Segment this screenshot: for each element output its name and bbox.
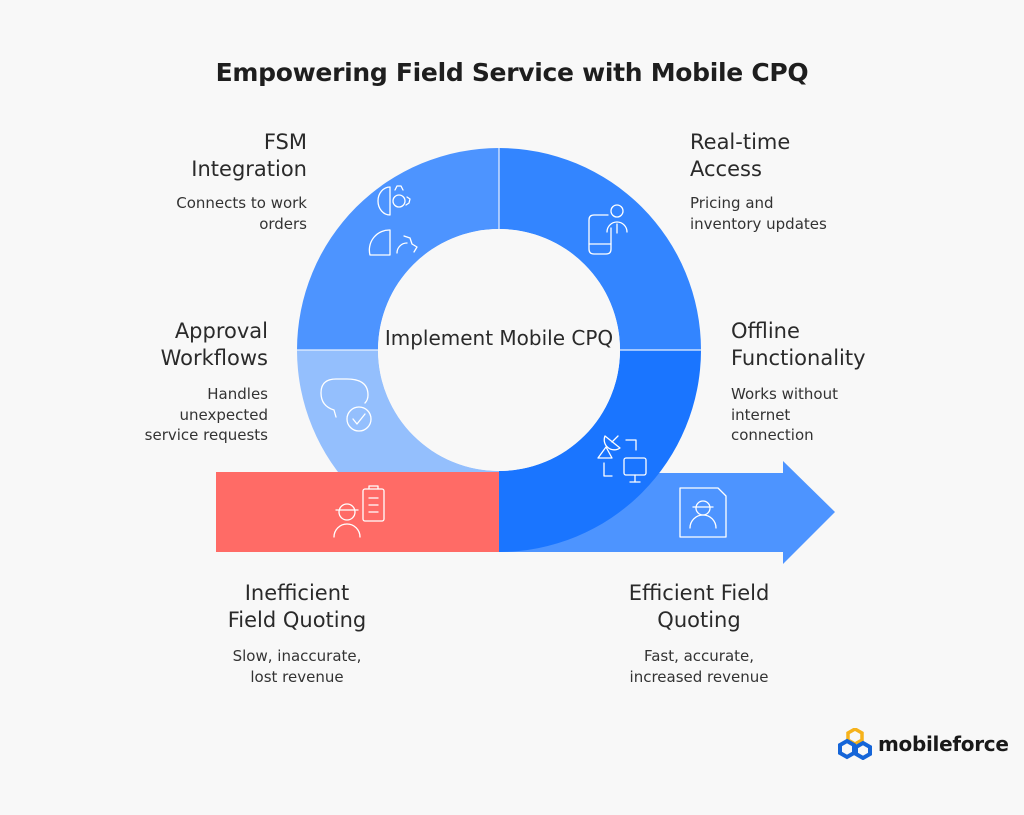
step-desc: lost revenue xyxy=(250,667,344,686)
step-desc: orders xyxy=(259,214,307,233)
step-title: Functionality xyxy=(731,346,866,370)
step-desc: connection xyxy=(731,426,814,444)
step-title: Integration xyxy=(191,157,307,181)
step-title: Field Quoting xyxy=(227,608,367,632)
step-desc: inventory updates xyxy=(690,214,827,233)
mobileforce-logo: mobileforce xyxy=(838,728,1009,760)
mobile-user-icon xyxy=(588,204,628,255)
step-efficient-quoting: Efficient Field Quoting Fast, accurate, … xyxy=(579,580,819,687)
segment-offline xyxy=(499,350,701,552)
step-title: Inefficient xyxy=(244,581,350,605)
step-desc: Pricing and xyxy=(690,194,774,212)
step-title: Offline xyxy=(731,319,800,343)
step-realtime-access: Real-time Access Pricing and inventory u… xyxy=(690,129,827,234)
step-inefficient-quoting: Inefficient Field Quoting Slow, inaccura… xyxy=(177,580,417,687)
chat-check-icon xyxy=(320,378,372,432)
step-desc: Connects to work xyxy=(176,194,307,212)
segment-realtime-access xyxy=(499,148,701,350)
step-title: FSM xyxy=(263,130,307,154)
step-approval-workflows: Approval Workflows Handles unexpected se… xyxy=(145,318,268,446)
step-desc: internet xyxy=(731,405,791,424)
step-desc: Slow, inaccurate, xyxy=(232,647,362,665)
step-title: Quoting xyxy=(657,608,741,632)
worker-id-card-icon xyxy=(679,487,727,538)
step-title: Access xyxy=(690,157,762,181)
step-desc: Handles xyxy=(207,385,268,403)
step-title: Workflows xyxy=(160,346,268,370)
step-desc: unexpected xyxy=(179,405,268,424)
inefficient-bar xyxy=(216,472,499,552)
logo-text: mobileforce xyxy=(878,732,1009,756)
center-label: Implement Mobile CPQ xyxy=(384,326,614,350)
step-desc: increased revenue xyxy=(629,667,769,686)
gears-person-icon xyxy=(368,185,418,256)
center-circle xyxy=(378,229,620,471)
hexagon-logo-icon xyxy=(838,728,872,760)
step-desc: Works without xyxy=(731,385,838,403)
satellite-computer-icon xyxy=(597,435,647,483)
step-title: Real-time xyxy=(690,130,791,154)
worker-clipboard-icon xyxy=(333,485,385,538)
step-offline-functionality: Offline Functionality Works without inte… xyxy=(731,318,866,446)
diagram-title: Empowering Field Service with Mobile CPQ xyxy=(215,58,809,87)
step-fsm-integration: FSM Integration Connects to work orders xyxy=(176,129,307,234)
step-desc: Fast, accurate, xyxy=(643,647,755,665)
step-title: Approval xyxy=(174,319,268,343)
step-title: Efficient Field xyxy=(628,581,770,605)
step-desc: service requests xyxy=(144,426,268,444)
